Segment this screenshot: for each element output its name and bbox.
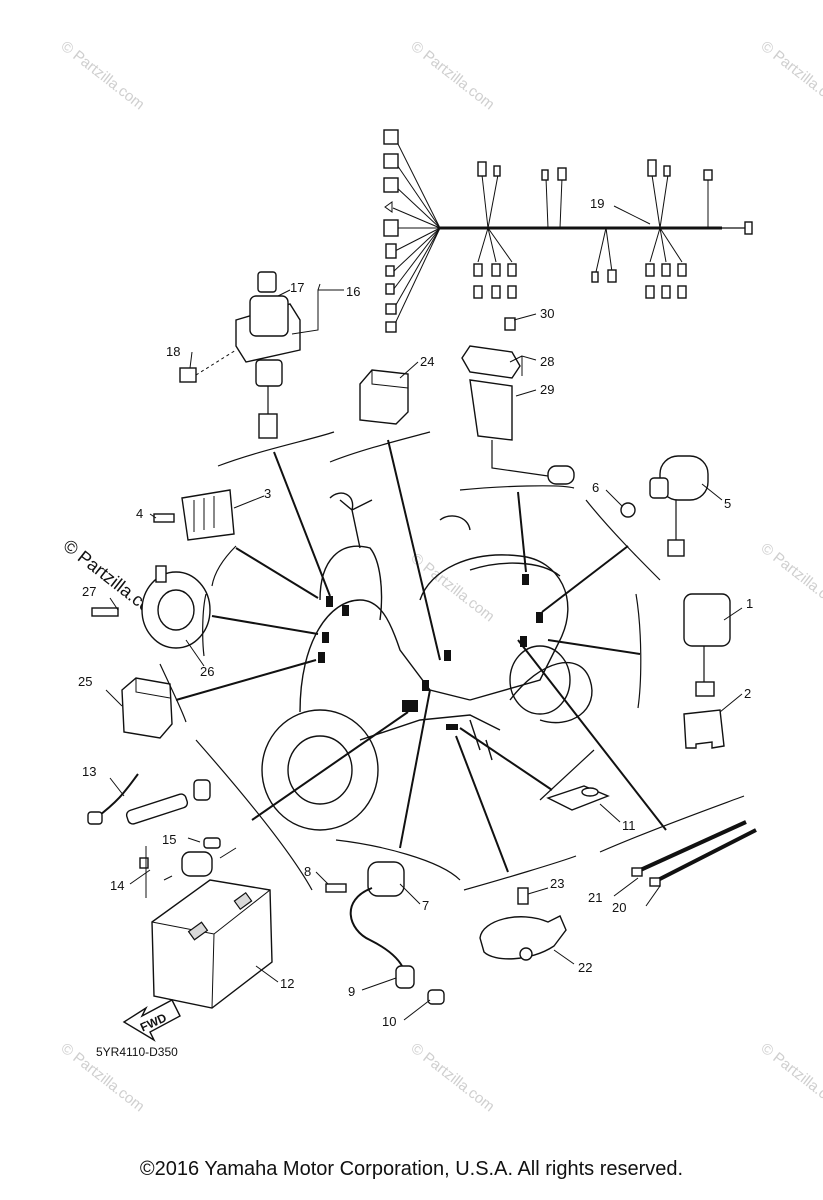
control-unit-25 [121, 677, 173, 739]
callout-leaders [105, 205, 743, 1021]
callout-numbers: 1 2 3 4 5 6 7 8 9 10 11 12 13 14 15 16 1… [78, 196, 753, 1029]
sensor-22 [479, 887, 567, 961]
callout-12: 12 [280, 976, 294, 991]
fuse-assembly [87, 773, 237, 881]
callout-26: 26 [200, 664, 214, 679]
callout-8: 8 [304, 864, 311, 879]
callout-30: 30 [540, 306, 554, 321]
callout-2: 2 [744, 686, 751, 701]
ignition-coil-7 [325, 861, 445, 1005]
callout-6: 6 [592, 480, 599, 495]
callout-5: 5 [724, 496, 731, 511]
callout-9: 9 [348, 984, 355, 999]
watermark: © Partzilla.com [758, 1040, 823, 1116]
callout-25: 25 [78, 674, 92, 689]
callout-11: 11 [622, 818, 636, 833]
callout-23: 23 [550, 876, 564, 891]
callout-15: 15 [162, 832, 176, 847]
part-11 [546, 785, 610, 811]
group-brackets [159, 431, 745, 891]
leader-lines [175, 439, 667, 873]
part-code: 5YR4110-D350 [96, 1045, 178, 1059]
battery-12 [151, 879, 273, 1009]
rectifier-regulator-3 [153, 489, 235, 541]
main-switch-assembly [179, 271, 301, 439]
watermark: © Partzilla.com [408, 38, 498, 114]
callout-20: 20 [612, 900, 626, 915]
callout-14: 14 [110, 878, 124, 893]
callout-18: 18 [166, 344, 180, 359]
fwd-arrow: FWD [122, 999, 181, 1042]
flasher-relay-1 [683, 593, 731, 749]
scooter-outline [261, 492, 593, 831]
watermark: © Partzilla.com [408, 1040, 498, 1116]
callout-3: 3 [264, 486, 271, 501]
cable-ties [631, 820, 757, 887]
callout-29: 29 [540, 382, 554, 397]
callout-22: 22 [578, 960, 592, 975]
relay-24 [359, 369, 409, 425]
watermark: © Partzilla.com [758, 540, 823, 616]
callout-1: 1 [746, 596, 753, 611]
callout-4: 4 [136, 506, 143, 521]
location-markers [318, 574, 543, 730]
copyright-notice: ©2016 Yamaha Motor Corporation, U.S.A. A… [139, 1158, 684, 1180]
callout-24: 24 [420, 354, 434, 369]
callout-17: 17 [290, 280, 304, 295]
horn-26 [91, 565, 211, 649]
callout-16: 16 [346, 284, 360, 299]
callout-27: 27 [82, 584, 96, 599]
callout-21: 21 [588, 890, 602, 905]
callout-10: 10 [382, 1014, 396, 1029]
callout-13: 13 [82, 764, 96, 779]
fuel-sender-assembly [461, 317, 575, 485]
callout-19: 19 [590, 196, 604, 211]
callout-28: 28 [540, 354, 554, 369]
watermark: © Partzilla.com [58, 38, 148, 114]
callout-7: 7 [422, 898, 429, 913]
wire-harness [383, 129, 753, 333]
watermark: © Partzilla.com [408, 550, 498, 626]
watermark: © Partzilla.com [758, 38, 823, 114]
starter-relay-5 [620, 455, 709, 557]
